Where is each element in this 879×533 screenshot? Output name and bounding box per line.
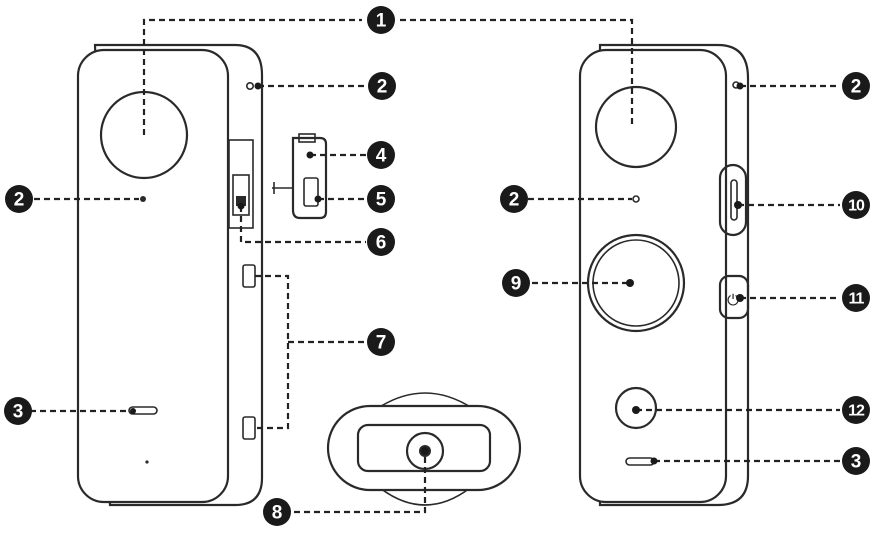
callout-6-label: 6 bbox=[376, 233, 387, 254]
side-connector-pins bbox=[730, 179, 738, 221]
callout-3-label: 3 bbox=[13, 402, 24, 423]
leader-lines bbox=[30, 18, 840, 514]
anchor-dot bbox=[736, 82, 744, 90]
callout-5-label: 5 bbox=[376, 190, 387, 211]
leader-7-bracket bbox=[255, 274, 290, 430]
camera-right-front bbox=[578, 48, 728, 504]
callout-2-label: 2 bbox=[851, 77, 862, 98]
power-icon: ⏻ bbox=[727, 291, 739, 309]
side-connector bbox=[718, 163, 748, 237]
anchor-dot bbox=[632, 406, 640, 414]
callout-1-label: 1 bbox=[376, 11, 387, 32]
callout-2-label: 2 bbox=[377, 77, 388, 98]
callout-11-label: 11 bbox=[849, 291, 865, 308]
callout-7-label: 7 bbox=[376, 333, 387, 354]
shutter-button bbox=[614, 386, 658, 430]
callout-6: 6 bbox=[367, 228, 395, 256]
leader-6 bbox=[239, 206, 366, 244]
rear-microphone-dot bbox=[632, 195, 640, 203]
callout-8: 8 bbox=[263, 498, 291, 526]
callout-2-left-mic: 2 bbox=[5, 185, 33, 213]
side-microphone-hole bbox=[246, 82, 255, 91]
status-light bbox=[128, 406, 158, 415]
callout-9-label: 9 bbox=[511, 274, 522, 295]
callout-3-label: 3 bbox=[851, 452, 862, 473]
callout-10-label: 10 bbox=[848, 198, 865, 215]
leader-1-right bbox=[400, 18, 634, 127]
callout-9: 9 bbox=[502, 269, 530, 297]
bottom-bottom-lens-dome bbox=[379, 487, 471, 506]
rear-lens bbox=[594, 85, 678, 169]
callout-2-label: 2 bbox=[14, 190, 25, 211]
callout-4: 4 bbox=[367, 141, 395, 169]
side-clip-bottom bbox=[242, 416, 256, 440]
bottom-dot bbox=[145, 460, 149, 464]
camera-right-view: ⏻ bbox=[578, 43, 750, 507]
anchor-dots bbox=[130, 82, 744, 465]
anchor-dot bbox=[626, 279, 634, 287]
callout-5: 5 bbox=[367, 185, 395, 213]
callout-8-label: 8 bbox=[272, 503, 283, 524]
usb-port-area bbox=[232, 174, 250, 216]
bottom-top-lens-dome bbox=[377, 392, 473, 409]
anchor-dot bbox=[130, 408, 136, 414]
callout-11: 11 bbox=[842, 284, 870, 312]
camera-left-front bbox=[76, 48, 230, 504]
callout-1: 1 bbox=[367, 6, 395, 34]
battery-cover-part bbox=[272, 133, 328, 220]
battery-cover-tab bbox=[298, 133, 316, 143]
microphone-dot bbox=[140, 196, 146, 202]
anchor-dot bbox=[314, 195, 322, 203]
anchor-dot bbox=[254, 82, 262, 90]
power-button bbox=[718, 274, 750, 320]
callout-7: 7 bbox=[367, 328, 395, 356]
usb-port bbox=[236, 196, 246, 206]
callout-12: 12 bbox=[842, 396, 870, 424]
anchor-dot bbox=[650, 457, 658, 465]
anchor-dot bbox=[736, 294, 744, 302]
leader-1-left bbox=[142, 18, 362, 135]
callout-2-right-top: 2 bbox=[842, 72, 870, 100]
callout-2-right-mic: 2 bbox=[500, 185, 528, 213]
camera-left-view bbox=[76, 43, 264, 507]
anchor-dot bbox=[237, 202, 245, 210]
callout-10: 10 bbox=[842, 191, 870, 219]
leader-8 bbox=[292, 457, 427, 514]
callout-3-right: 3 bbox=[842, 447, 870, 475]
anchor-dot bbox=[306, 151, 314, 159]
callout-3-left: 3 bbox=[4, 397, 32, 425]
anchor-dot bbox=[734, 201, 742, 209]
battery-cover-latch bbox=[303, 177, 319, 207]
anchor-dot bbox=[421, 447, 429, 455]
callout-4-label: 4 bbox=[376, 146, 387, 167]
callout-2-label: 2 bbox=[509, 190, 520, 211]
callout-12-label: 12 bbox=[848, 403, 865, 420]
callout-2-left-top: 2 bbox=[368, 72, 396, 100]
